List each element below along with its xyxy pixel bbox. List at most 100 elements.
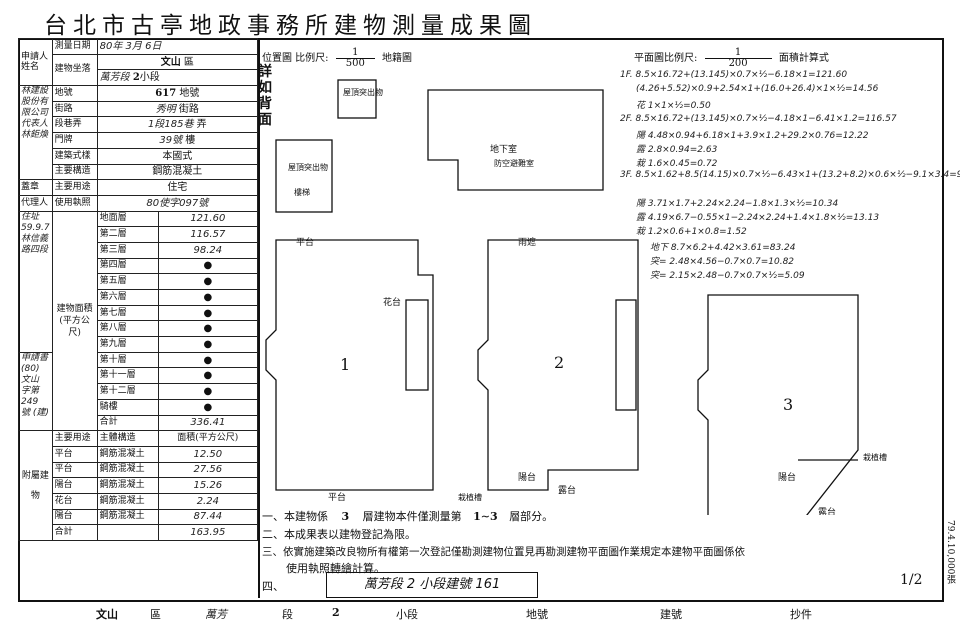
- annex-area: 27.56: [157, 461, 259, 479]
- flower-bed-outline: [405, 299, 429, 391]
- location-scale: 位置圖 比例尺: 1 500 地籍圖: [262, 48, 412, 69]
- note-4: 四、: [262, 580, 284, 593]
- application-no-cell: 申請書(80) 文山 字第 249 號 (建): [18, 351, 53, 432]
- seal-label: 蓋章: [18, 179, 53, 196]
- basement-label: 地下室: [490, 143, 517, 155]
- total-label: 合計: [96, 414, 159, 432]
- footer-lot-suffix: 地號: [526, 608, 548, 621]
- street-label: 街路: [51, 100, 98, 118]
- floor-area: ●: [157, 320, 259, 338]
- annex-area: 12.50: [157, 445, 259, 463]
- district-value: 文山: [160, 56, 181, 68]
- application-no-value: (80) 文山 字第 249 號 (建): [21, 363, 49, 418]
- calc-line: 突= 2.48×4.56−0.7×0.7=10.82: [650, 257, 795, 267]
- lane-suffix: 弄: [196, 119, 207, 131]
- annex-use: 平台: [51, 461, 98, 479]
- floor-area: ●: [157, 351, 259, 369]
- plan-scale-suffix: 面積計算式: [778, 53, 829, 64]
- calc-line: 3F. 8.5×1.62+8.5(14.15)×0.7×½−6.43×1+(13…: [620, 170, 960, 180]
- lot-number: 617: [155, 87, 177, 99]
- location-scale-num: 1: [352, 47, 359, 58]
- footer-subsection: 2: [332, 606, 340, 619]
- annex-total: 163.95: [157, 524, 259, 541]
- floor-area: 116.57: [157, 226, 259, 243]
- annex-header-struct: 主體構造: [96, 430, 159, 447]
- district-suffix: 區: [183, 56, 194, 68]
- floor3-outline: [697, 294, 859, 515]
- floor-name: 第六層: [96, 289, 159, 306]
- survey-date-value: 80年 3月 6日: [96, 38, 259, 55]
- floor-name: 第四層: [96, 257, 159, 275]
- annex-struct: 鋼筋混凝土: [96, 508, 159, 526]
- floor2-hang-label: 栽植槽: [458, 492, 482, 502]
- calc-line: 花 1×1×½=0.50: [636, 101, 711, 111]
- annex-struct: 鋼筋混凝土: [96, 445, 159, 463]
- floor-name: 第七層: [96, 304, 159, 322]
- annex-total-label: 合計: [51, 524, 98, 541]
- floor3-balcony-label: 陽台: [778, 471, 796, 483]
- floor-area: 121.60: [157, 210, 259, 228]
- agent-label: 代理人: [18, 194, 53, 212]
- floor1-number: 1: [340, 355, 350, 374]
- plan-scale-num: 1: [734, 47, 742, 58]
- address-value: 59.9.7 林信義路四段: [21, 222, 50, 255]
- plan-scale: 平面圖比例尺: 1 200 面積計算式: [634, 48, 829, 69]
- floor3-number: 3: [783, 395, 793, 414]
- floor-area: 98.24: [157, 241, 259, 259]
- calc-line: 栽 1.6×0.45=0.72: [636, 159, 718, 169]
- street-value: 秀明: [155, 103, 176, 115]
- note-1-floors: 3: [341, 510, 350, 523]
- license-label: 使用執照: [51, 194, 98, 212]
- annex-struct: 鋼筋混凝土: [96, 477, 159, 494]
- calc-line: (4.26+5.52)×0.9+2.54×1+(16.0+26.4)×1×½=1…: [636, 84, 879, 94]
- floor-name: 第二層: [96, 226, 159, 243]
- address-label: 住址: [21, 211, 40, 222]
- floor-plan-drawing: 屋頂突出物 屋頂突出物 樓梯 地下室 防空避難室 平台 花台 平台 雨遮 陽台 …: [265, 79, 887, 515]
- note-2: 二、本成果表以建物登記為限。: [262, 528, 416, 541]
- building-number-stamp: 萬芳段 2 小段建號 161: [326, 572, 538, 598]
- floor-name: 第九層: [96, 336, 159, 353]
- note-3: 三、依實施建築改良物所有權第一次登記僅勘測建物位置見再勘測建物平面圖作業規定本建…: [262, 546, 745, 558]
- footer-section-suffix: 段: [282, 608, 293, 621]
- calc-line: 陽 4.48×0.94+6.18×1+3.9×1.2+29.2×0.76=12.…: [636, 131, 869, 141]
- floor1-platform-label: 平台: [296, 236, 314, 248]
- floor1-flower-label: 花台: [383, 296, 401, 308]
- annex-struct: 鋼筋混凝土: [96, 461, 159, 479]
- footer-section: 萬芳: [205, 608, 227, 621]
- survey-date-label: 測量日期: [51, 38, 98, 55]
- floor-area: ●: [157, 383, 259, 400]
- location-scale-label: 位置圖 比例尺:: [262, 53, 329, 64]
- building-form-label: 建築式樣: [51, 147, 98, 165]
- floor-name: 第十層: [96, 351, 159, 369]
- structure-value: 鋼筋混凝土: [96, 163, 259, 181]
- floor-area: ●: [157, 273, 259, 290]
- basement-sub-label: 防空避難室: [494, 158, 534, 168]
- door-suffix: 樓: [185, 134, 196, 146]
- floor-name: 地面層: [96, 210, 159, 228]
- floor-name: 第十二層: [96, 383, 159, 400]
- annex-use: 陽台: [51, 477, 98, 494]
- detail-label: 詳如背面: [258, 64, 272, 128]
- annex-struct: 鋼筋混凝土: [96, 492, 159, 510]
- floor-name: 第五層: [96, 273, 159, 290]
- lot-label: 地號: [51, 85, 98, 102]
- street-suffix: 街路: [178, 103, 199, 115]
- floor-area: ●: [157, 336, 259, 353]
- floor2-outline: [477, 239, 639, 491]
- floor2-top-balcony: 雨遮: [518, 236, 536, 248]
- calc-line: 2F. 8.5×16.72+(13.145)×0.7×½−4.18×1−6.41…: [620, 114, 897, 124]
- section-name: 萬芳段: [99, 72, 130, 84]
- subsection-value: 2: [132, 72, 140, 84]
- subsection-suffix: 小段: [139, 72, 160, 84]
- usage-value: 住宅: [96, 179, 259, 196]
- floors-label: 建物面積(平方公尺): [51, 210, 98, 432]
- annex-area: 15.26: [157, 477, 259, 494]
- annex-use: 陽台: [51, 508, 98, 526]
- basement-outline: [427, 89, 604, 191]
- footer-copy-suffix: 抄件: [790, 608, 812, 621]
- footer-subsection-suffix: 小段: [396, 608, 418, 621]
- floor-area: ●: [157, 304, 259, 322]
- lot-suffix: 地號: [179, 87, 200, 99]
- floor-area: ●: [157, 289, 259, 306]
- note-1-range: 1∼3: [473, 510, 498, 523]
